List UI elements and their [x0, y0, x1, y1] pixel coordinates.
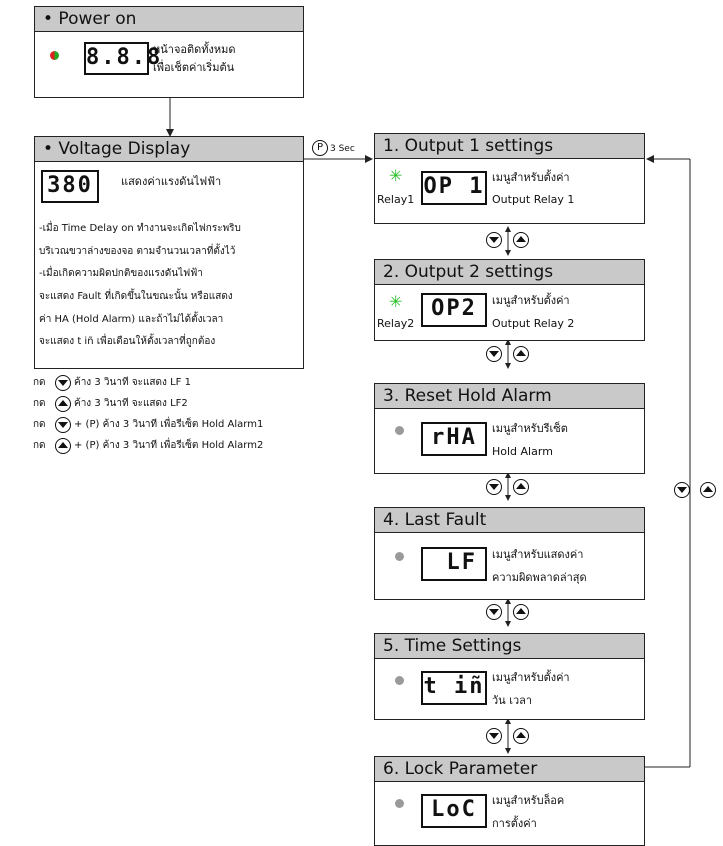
menu-last-fault: 4. Last Fault LF เมนูสำหรับแสดงค่า ความผ… [374, 507, 645, 600]
relay1-led-icon: ✳ [389, 166, 403, 185]
voltage-display-box: • Voltage Display 380 แสดงค่าแรงดันไฟฟ้า… [34, 136, 304, 369]
up-button-icon [513, 232, 529, 248]
menu-time-settings: 5. Time Settings t iñ เมนูสำหรับตั้งค่า … [374, 633, 645, 720]
menu-3-led-icon [395, 426, 404, 435]
up-button-icon [513, 604, 529, 620]
menu-4-desc-1: เมนูสำหรับแสดงค่า [492, 548, 584, 561]
up-button-icon [55, 438, 71, 454]
down-button-icon [55, 417, 71, 433]
power-led-icon [50, 51, 59, 60]
instruction-2-text: ค้าง 3 วินาที จะแสดง LF2 [74, 398, 188, 409]
instruction-2-pre: กด [33, 398, 46, 409]
down-button-icon [486, 728, 502, 744]
down-button-icon [486, 604, 502, 620]
menu-2-desc-1: เมนูสำหรับตั้งค่า [492, 294, 570, 307]
menu-4-title: 4. Last Fault [375, 508, 644, 533]
voltage-line-3: -เมื่อเกิดความผิดปกติของแรงดันไฟฟ้า [39, 268, 203, 279]
menu-1-title: 1. Output 1 settings [375, 134, 644, 159]
menu-3-desc-2: Hold Alarm [492, 445, 553, 458]
p-button-icon: P [312, 140, 328, 156]
menu-6-desc-1: เมนูสำหรับล็อค [492, 794, 565, 807]
menu-4-led-icon [395, 552, 404, 561]
menu-output-2: 2. Output 2 settings ✳ Relay2 OP2 เมนูสำ… [374, 259, 645, 341]
menu-1-display: OP 1 [421, 171, 487, 205]
voltage-display-desc: แสดงค่าแรงดันไฟฟ้า [121, 175, 222, 188]
power-desc-2: เพื่อเช็ตค่าเริ่มต้น [153, 61, 235, 74]
up-button-icon [513, 479, 529, 495]
voltage-display-title: • Voltage Display [35, 137, 303, 162]
voltage-line-6: จะแสดง t iñ เพื่อเตือนให้ตั้งเวลาที่ถูกต… [39, 336, 216, 347]
down-button-icon [674, 482, 690, 498]
voltage-display: 380 [41, 170, 99, 203]
menu-4-display: LF [421, 547, 487, 581]
menu-2-title: 2. Output 2 settings [375, 260, 644, 285]
menu-5-display: t iñ [421, 671, 487, 705]
down-button-icon [486, 232, 502, 248]
up-button-icon [513, 728, 529, 744]
down-button-icon [55, 375, 71, 391]
menu-5-led-icon [395, 676, 404, 685]
up-button-icon [513, 346, 529, 362]
menu-6-desc-2: การตั้งค่า [492, 817, 537, 830]
menu-2-display: OP2 [421, 293, 487, 327]
instruction-3-pre: กด [33, 419, 46, 430]
menu-5-desc-2: วัน เวลา [492, 694, 533, 707]
down-button-icon [486, 479, 502, 495]
p-duration-label: 3 Sec [330, 144, 355, 154]
power-on-title: • Power on [35, 7, 303, 32]
menu-5-desc-1: เมนูสำหรับตั้งค่า [492, 671, 570, 684]
menu-6-title: 6. Lock Parameter [375, 757, 644, 782]
relay1-label: Relay1 [377, 193, 415, 206]
power-on-box: • Power on 8.8.8 หน้าจอติดทั้งหมด เพื่อเ… [34, 6, 304, 98]
menu-1-desc-1: เมนูสำหรับตั้งค่า [492, 171, 570, 184]
instruction-4-pre: กด [33, 440, 46, 451]
menu-lock-parameter: 6. Lock Parameter LoC เมนูสำหรับล็อค การ… [374, 756, 645, 846]
up-button-icon [700, 482, 716, 498]
menu-reset-hold-alarm: 3. Reset Hold Alarm rHA เมนูสำหรับรีเซ็ต… [374, 383, 645, 474]
menu-6-led-icon [395, 799, 404, 808]
up-button-icon [55, 396, 71, 412]
instruction-1-pre: กด [33, 377, 46, 388]
menu-6-display: LoC [421, 794, 487, 828]
menu-5-title: 5. Time Settings [375, 634, 644, 659]
instruction-1-text: ค้าง 3 วินาที จะแสดง LF 1 [74, 377, 191, 388]
menu-3-desc-1: เมนูสำหรับรีเซ็ต [492, 422, 568, 435]
menu-4-desc-2: ความผิดพลาดล่าสุด [492, 571, 587, 584]
power-desc-1: หน้าจอติดทั้งหมด [153, 43, 236, 56]
relay2-led-icon: ✳ [389, 292, 403, 311]
voltage-line-4: จะแสดง Fault ที่เกิดขึ้นในขณะนั้น หรือแส… [39, 291, 233, 302]
menu-output-1: 1. Output 1 settings ✳ Relay1 OP 1 เมนูส… [374, 133, 645, 224]
menu-3-display: rHA [421, 422, 487, 456]
menu-1-desc-2: Output Relay 1 [492, 193, 575, 206]
power-display: 8.8.8 [84, 42, 160, 75]
voltage-line-2: บริเวณขวาล่างของจอ ตามจำนวนเวลาที่ตั้งไว… [39, 246, 236, 257]
relay2-label: Relay2 [377, 317, 415, 330]
voltage-line-1: -เมื่อ Time Delay on ทำงานจะเกิดไฟกระพริ… [39, 223, 241, 234]
instruction-3-text: + (P) ค้าง 3 วินาที เพื่อรีเซ็ต Hold Ala… [74, 419, 264, 430]
menu-3-title: 3. Reset Hold Alarm [375, 384, 644, 409]
down-button-icon [486, 346, 502, 362]
menu-2-desc-2: Output Relay 2 [492, 317, 575, 330]
voltage-line-5: ค่า HA (Hold Alarm) และถ้าไม่ได้ตั้งเวลา [39, 314, 224, 325]
instruction-4-text: + (P) ค้าง 3 วินาที เพื่อรีเซ็ต Hold Ala… [74, 440, 264, 451]
